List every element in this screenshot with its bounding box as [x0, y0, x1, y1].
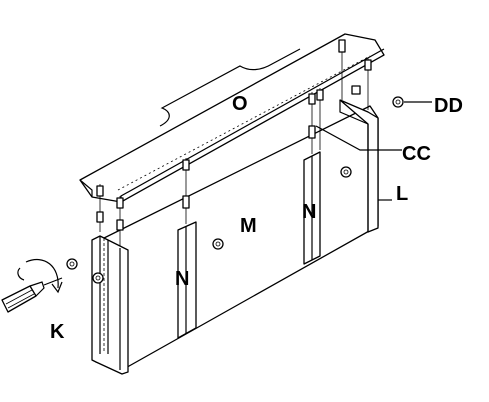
end-panel: [339, 99, 379, 233]
back-panel: [95, 105, 379, 371]
label-left-divider: N: [175, 268, 189, 290]
right-divider: [303, 151, 321, 265]
hardware-dowels: [96, 39, 372, 246]
left-end-panel: [91, 235, 129, 375]
rotation-arrow-icon: [17, 258, 63, 294]
label-right-divider: N: [302, 201, 316, 223]
label-screwdriver: K: [50, 321, 65, 343]
label-cam-bolt: DD: [434, 95, 463, 117]
cam-locks: [66, 96, 404, 284]
left-divider: [177, 221, 197, 339]
label-dowel: CC: [402, 143, 431, 165]
label-end-panel: L: [396, 183, 408, 205]
label-back-panel: M: [240, 215, 257, 237]
leader-lines: [315, 101, 432, 201]
screwdriver-icon: [1, 277, 63, 313]
label-top-panel: O: [232, 93, 248, 115]
